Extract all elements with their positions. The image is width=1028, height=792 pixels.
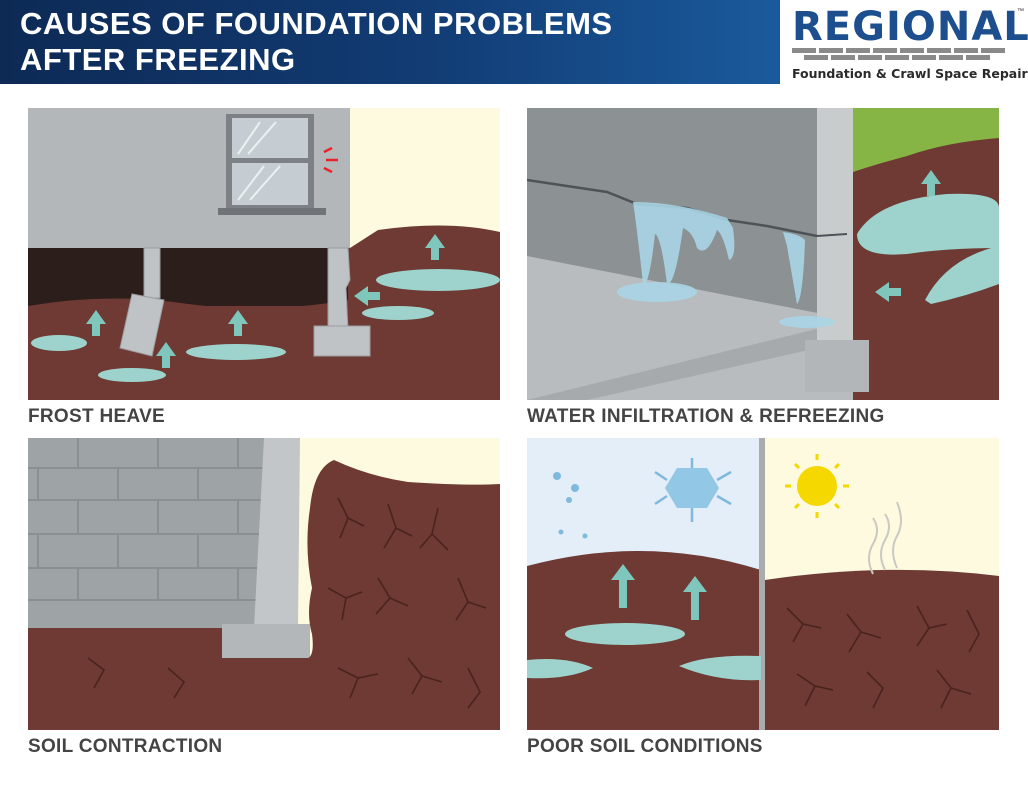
- header-banner: CAUSES OF FOUNDATION PROBLEMS AFTER FREE…: [0, 0, 780, 84]
- logo-wordmark: REGIONAL: [792, 4, 1028, 50]
- panel-poor-soil: [527, 438, 999, 730]
- snowflake-icon: [654, 458, 732, 522]
- panel-soil-contraction: [28, 438, 500, 730]
- page-title: CAUSES OF FOUNDATION PROBLEMS AFTER FREE…: [20, 6, 613, 78]
- title-line-1: CAUSES OF FOUNDATION PROBLEMS: [20, 6, 613, 41]
- caption-poor-soil: POOR SOIL CONDITIONS: [527, 736, 763, 757]
- caption-frost-heave: FROST HEAVE: [28, 406, 166, 427]
- poor-soil-illustration: [527, 438, 999, 730]
- title-line-2: AFTER FREEZING: [20, 42, 296, 77]
- sun-icon: [785, 454, 849, 518]
- water-infiltration-illustration: [527, 108, 999, 400]
- caption-soil-contraction: SOIL CONTRACTION: [28, 736, 223, 757]
- logo-brick-icon: [792, 48, 1005, 60]
- panel-water-infiltration: [527, 108, 999, 400]
- logo-tagline: Foundation & Crawl Space Repair: [792, 66, 1028, 81]
- frost-heave-illustration: [28, 108, 500, 400]
- logo-trademark: ™: [1017, 8, 1024, 15]
- caption-water-infiltration: WATER INFILTRATION & REFREEZING: [527, 406, 885, 427]
- brand-logo: REGIONAL ™ Foundation & Crawl Space Repa…: [780, 0, 1028, 84]
- soil-contraction-illustration: [28, 438, 500, 730]
- panel-frost-heave: [28, 108, 500, 400]
